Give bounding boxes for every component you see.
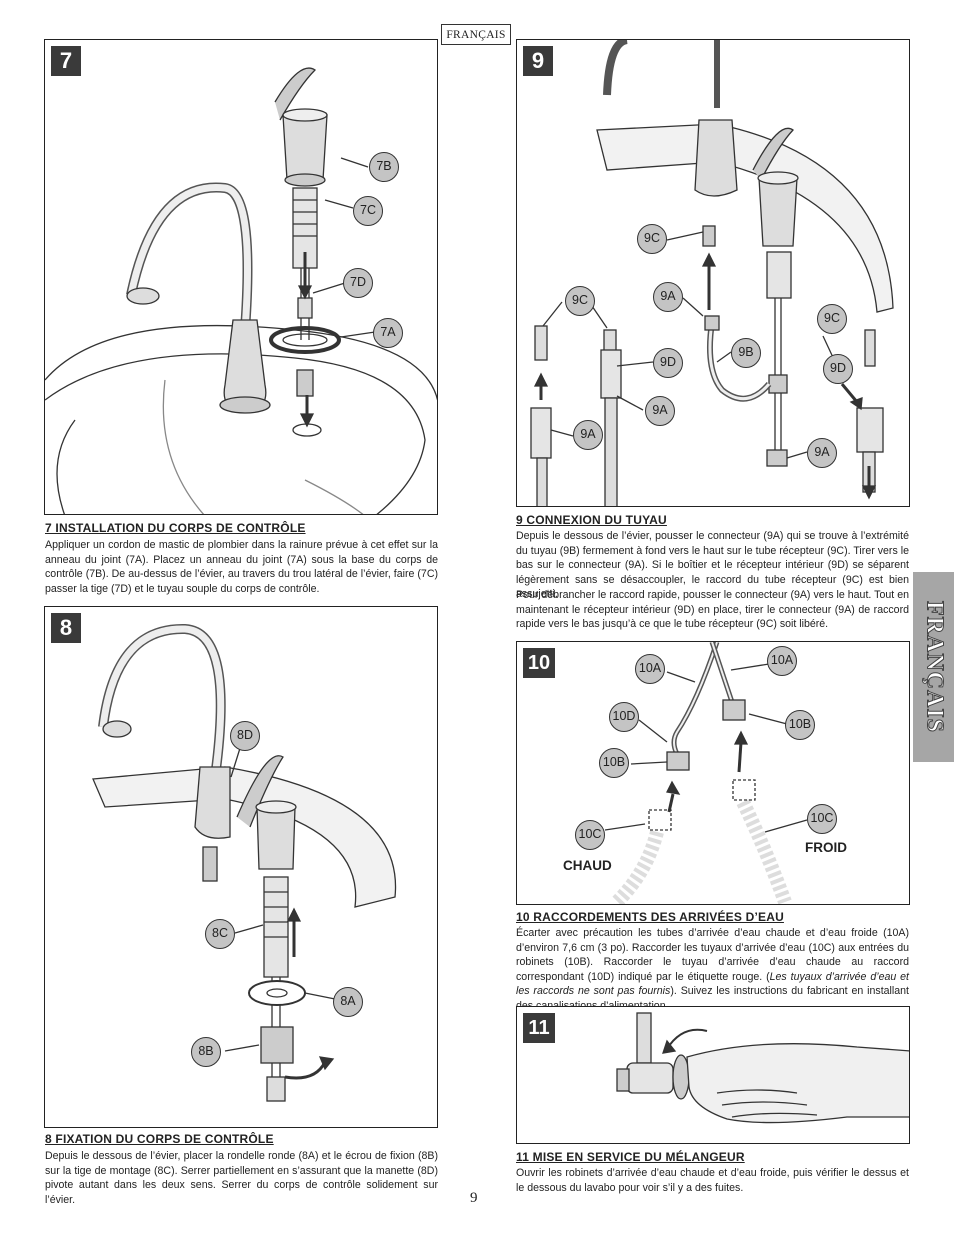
step-badge: 8 bbox=[51, 613, 81, 643]
callout: 9B bbox=[731, 338, 761, 368]
callout: 8B bbox=[191, 1037, 221, 1067]
callout: 9A bbox=[573, 420, 603, 450]
callout: 10C bbox=[575, 820, 605, 850]
callout: 9C bbox=[637, 224, 667, 254]
step-11-text: Ouvrir les robinets d’arrivée d’eau chau… bbox=[516, 1167, 909, 1194]
step-9-text-2: Pour débrancher le raccord rapide, pouss… bbox=[516, 589, 909, 630]
callout: 7C bbox=[353, 196, 383, 226]
side-tab-label: FRANÇAIS bbox=[921, 600, 948, 734]
step-10-drawing bbox=[604, 642, 808, 904]
step-11-illustration: 11 bbox=[516, 1006, 910, 1144]
step-8-drawing bbox=[92, 623, 397, 1102]
callout: 7B bbox=[369, 152, 399, 182]
step-7-title: 7 INSTALLATION DU CORPS DE CONTRÔLE bbox=[45, 521, 306, 535]
step-10-text-part-a: Écarter avec précaution les tubes d’arri… bbox=[516, 927, 909, 983]
callout: 8C bbox=[205, 919, 235, 949]
step-badge: 9 bbox=[523, 46, 553, 76]
callout: 10A bbox=[635, 654, 665, 684]
step-10-text-note: Les tuyaux d’arrivée d’eau et les raccor… bbox=[516, 970, 909, 998]
page-number: 9 bbox=[470, 1190, 478, 1206]
label-cold: FROID bbox=[805, 840, 847, 855]
step-9-illustration: 9 9C 9C 9A 9C 9D 9B 9D 9A 9A 9A bbox=[516, 39, 910, 507]
step-10-title: 10 RACCORDEMENTS DES ARRIVÉES D’EAU bbox=[516, 910, 784, 924]
step-11-title: 11 MISE EN SERVICE DU MÉLANGEUR bbox=[516, 1150, 745, 1164]
label-hot: CHAUD bbox=[563, 858, 612, 873]
callout: 9C bbox=[565, 286, 595, 316]
step-7-text: Appliquer un cordon de mastic de plombie… bbox=[45, 539, 438, 595]
language-tag: FRANÇAIS bbox=[441, 24, 511, 45]
step-8-text: Depuis le dessous de l’évier, placer la … bbox=[45, 1150, 438, 1206]
callout: 9D bbox=[653, 348, 683, 378]
step-badge: 11 bbox=[523, 1013, 555, 1043]
callout: 10B bbox=[599, 748, 629, 778]
callout: 10C bbox=[807, 804, 837, 834]
step-9-text-1: Depuis le dessous de l’évier, pousser le… bbox=[516, 530, 909, 600]
step-badge: 7 bbox=[51, 46, 81, 76]
step-10-illustration: 10 10A 10A 10D 10B 10B 10C 10C CHAUD FRO… bbox=[516, 641, 910, 905]
step-7-drawing bbox=[45, 67, 437, 514]
callout: 7A bbox=[373, 318, 403, 348]
step-8-title: 8 FIXATION DU CORPS DE CONTRÔLE bbox=[45, 1132, 274, 1146]
step-8-illustration: 8 8D 8C 8A 8B bbox=[44, 606, 438, 1128]
callout: 8A bbox=[333, 987, 363, 1017]
language-side-tab: FRANÇAIS bbox=[913, 572, 954, 762]
step-10-text: Écarter avec précaution les tubes d’arri… bbox=[516, 926, 909, 1013]
callout: 9A bbox=[653, 282, 683, 312]
step-badge: 10 bbox=[523, 648, 555, 678]
callout: 7D bbox=[343, 268, 373, 298]
callout: 10A bbox=[767, 646, 797, 676]
callout: 9A bbox=[645, 396, 675, 426]
callout: 10B bbox=[785, 710, 815, 740]
step-9-title: 9 CONNEXION DU TUYAU bbox=[516, 513, 667, 527]
step-11-drawing bbox=[616, 1012, 909, 1124]
callout: 8D bbox=[230, 721, 260, 751]
step-7-illustration: 7 7B 7C 7D 7A bbox=[44, 39, 438, 515]
callout: 9C bbox=[817, 304, 847, 334]
callout: 9A bbox=[807, 438, 837, 468]
callout: 9D bbox=[823, 354, 853, 384]
callout: 10D bbox=[609, 702, 639, 732]
